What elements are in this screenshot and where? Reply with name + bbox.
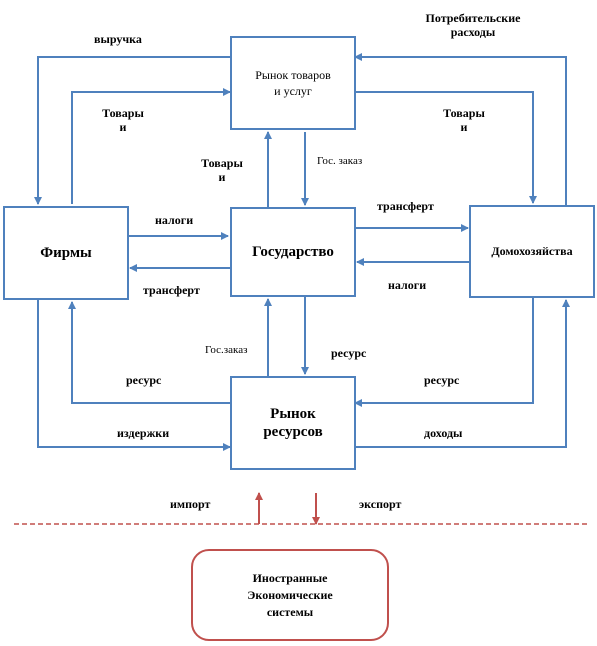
label-transfer-left: трансферт (143, 283, 200, 297)
label-import: импорт (170, 497, 211, 511)
label-transfer-right: трансферт (377, 199, 434, 213)
node-state: Государство (230, 207, 356, 297)
node-goods-market: Рынок товаров и услуг (230, 36, 356, 130)
arrow-resource-households (354, 298, 534, 407)
arrow-income (355, 299, 570, 448)
label-income: доходы (424, 426, 463, 440)
arrow-goods-households (355, 91, 537, 204)
label-goods-left: Товары и (102, 106, 144, 134)
node-households: Домохозяйства (469, 205, 595, 298)
arrow-costs (37, 300, 231, 451)
arrow-revenue (34, 56, 232, 205)
arrow-consumer-spending (354, 53, 567, 205)
label-gov-order-bottom: Гос.заказ (205, 344, 248, 356)
node-firms: Фирмы (3, 206, 129, 300)
label-costs: издержки (117, 426, 170, 440)
label-goods-center: Товары и (201, 156, 243, 184)
label-consumer-spending: Потребительские расходы (425, 11, 521, 39)
label-gov-order-top: Гос. заказ (317, 155, 363, 167)
label-taxes-right: налоги (388, 278, 427, 292)
label-goods-right: Товары и (443, 106, 485, 134)
label-taxes-left: налоги (155, 213, 194, 227)
label-export: экспорт (359, 497, 402, 511)
node-resource-market: Рынок ресурсов (230, 376, 356, 470)
label-revenue: выручка (94, 32, 142, 46)
label-resource-left: ресурс (126, 373, 162, 387)
arrow-resource-firms (68, 301, 232, 404)
node-foreign-systems: Иностранные Экономические системы (191, 549, 389, 641)
label-resource-right: ресурс (424, 373, 460, 387)
label-resource-center: ресурс (331, 346, 367, 360)
arrow-goods-firms (71, 88, 231, 204)
